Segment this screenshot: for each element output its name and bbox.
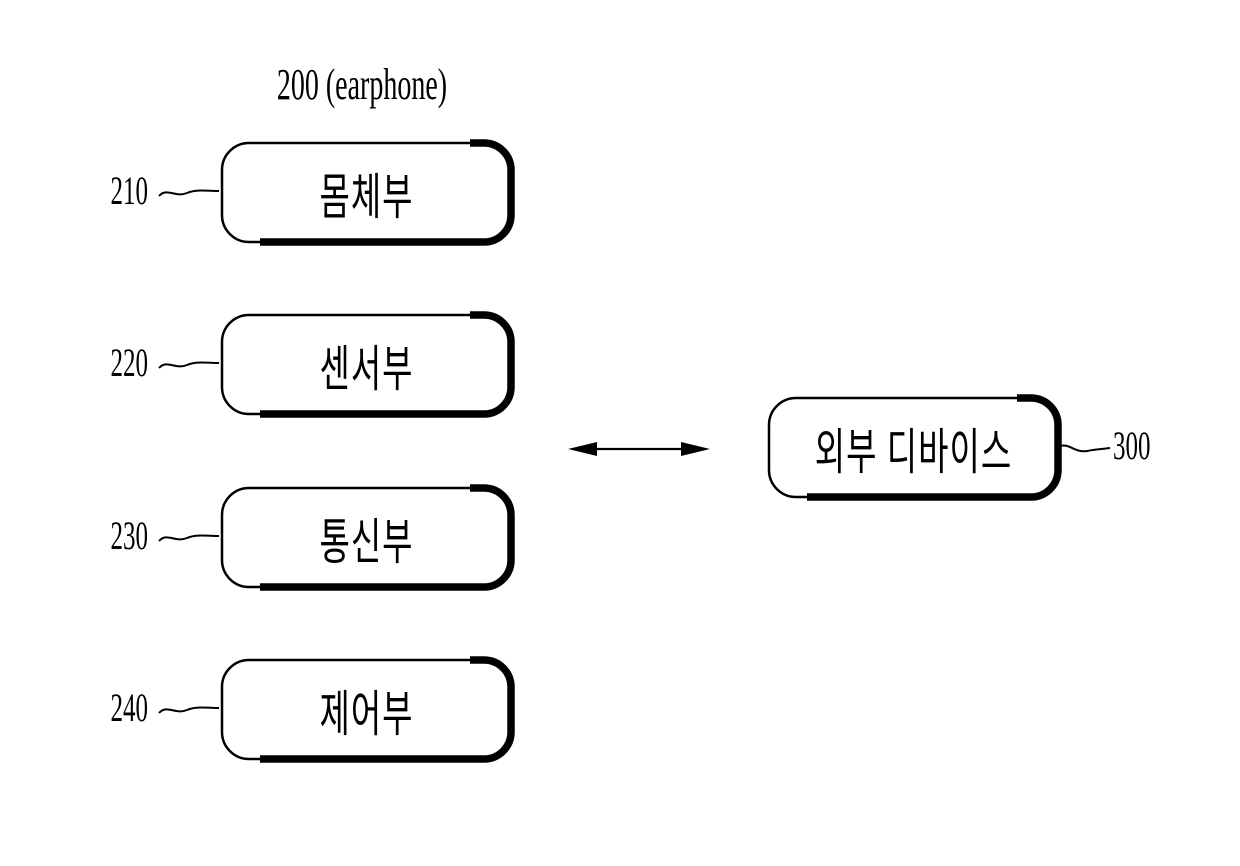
module-label: 센서부 <box>319 343 414 398</box>
rounded-box-outline <box>220 139 515 246</box>
ref-numeral-300: 300 <box>1113 425 1173 469</box>
ref-numeral-text: 240 <box>110 687 149 731</box>
ref-numeral-text: 220 <box>110 342 149 386</box>
ref-numeral-230: 230 <box>96 515 149 559</box>
leader-squiggle-icon <box>158 361 220 369</box>
bidirectional-arrow-icon <box>568 442 710 456</box>
figure-title-text: 200 (earphone) <box>276 60 448 110</box>
module-label: 통신부 <box>319 516 414 571</box>
module-box-sensor: 센서부 <box>218 311 515 418</box>
rounded-box-outline <box>220 656 515 763</box>
ref-numeral-210: 210 <box>96 170 149 214</box>
module-label: 몸체부 <box>319 171 414 226</box>
module-box-body: 몸체부 <box>218 139 515 246</box>
ref-numeral-text: 300 <box>1113 425 1151 469</box>
external-device-box: 외부 디바이스 <box>765 394 1062 501</box>
leader-squiggle-icon <box>158 534 220 542</box>
ref-numeral-text: 210 <box>110 170 149 214</box>
rounded-box-outline <box>767 394 1062 501</box>
module-box-control: 제어부 <box>218 656 515 763</box>
ref-numeral-text: 230 <box>110 515 149 559</box>
module-box-communication: 통신부 <box>218 484 515 591</box>
ref-numeral-220: 220 <box>96 342 149 386</box>
rounded-box-outline <box>220 484 515 591</box>
ref-numeral-240: 240 <box>96 687 149 731</box>
rounded-box-outline <box>220 311 515 418</box>
leader-squiggle-icon <box>1059 444 1111 453</box>
external-device-label: 외부 디바이스 <box>814 426 1013 481</box>
figure-title: 200 (earphone) <box>212 60 512 110</box>
leader-squiggle-icon <box>158 189 220 197</box>
leader-squiggle-icon <box>158 706 220 714</box>
module-label: 제어부 <box>319 688 414 743</box>
